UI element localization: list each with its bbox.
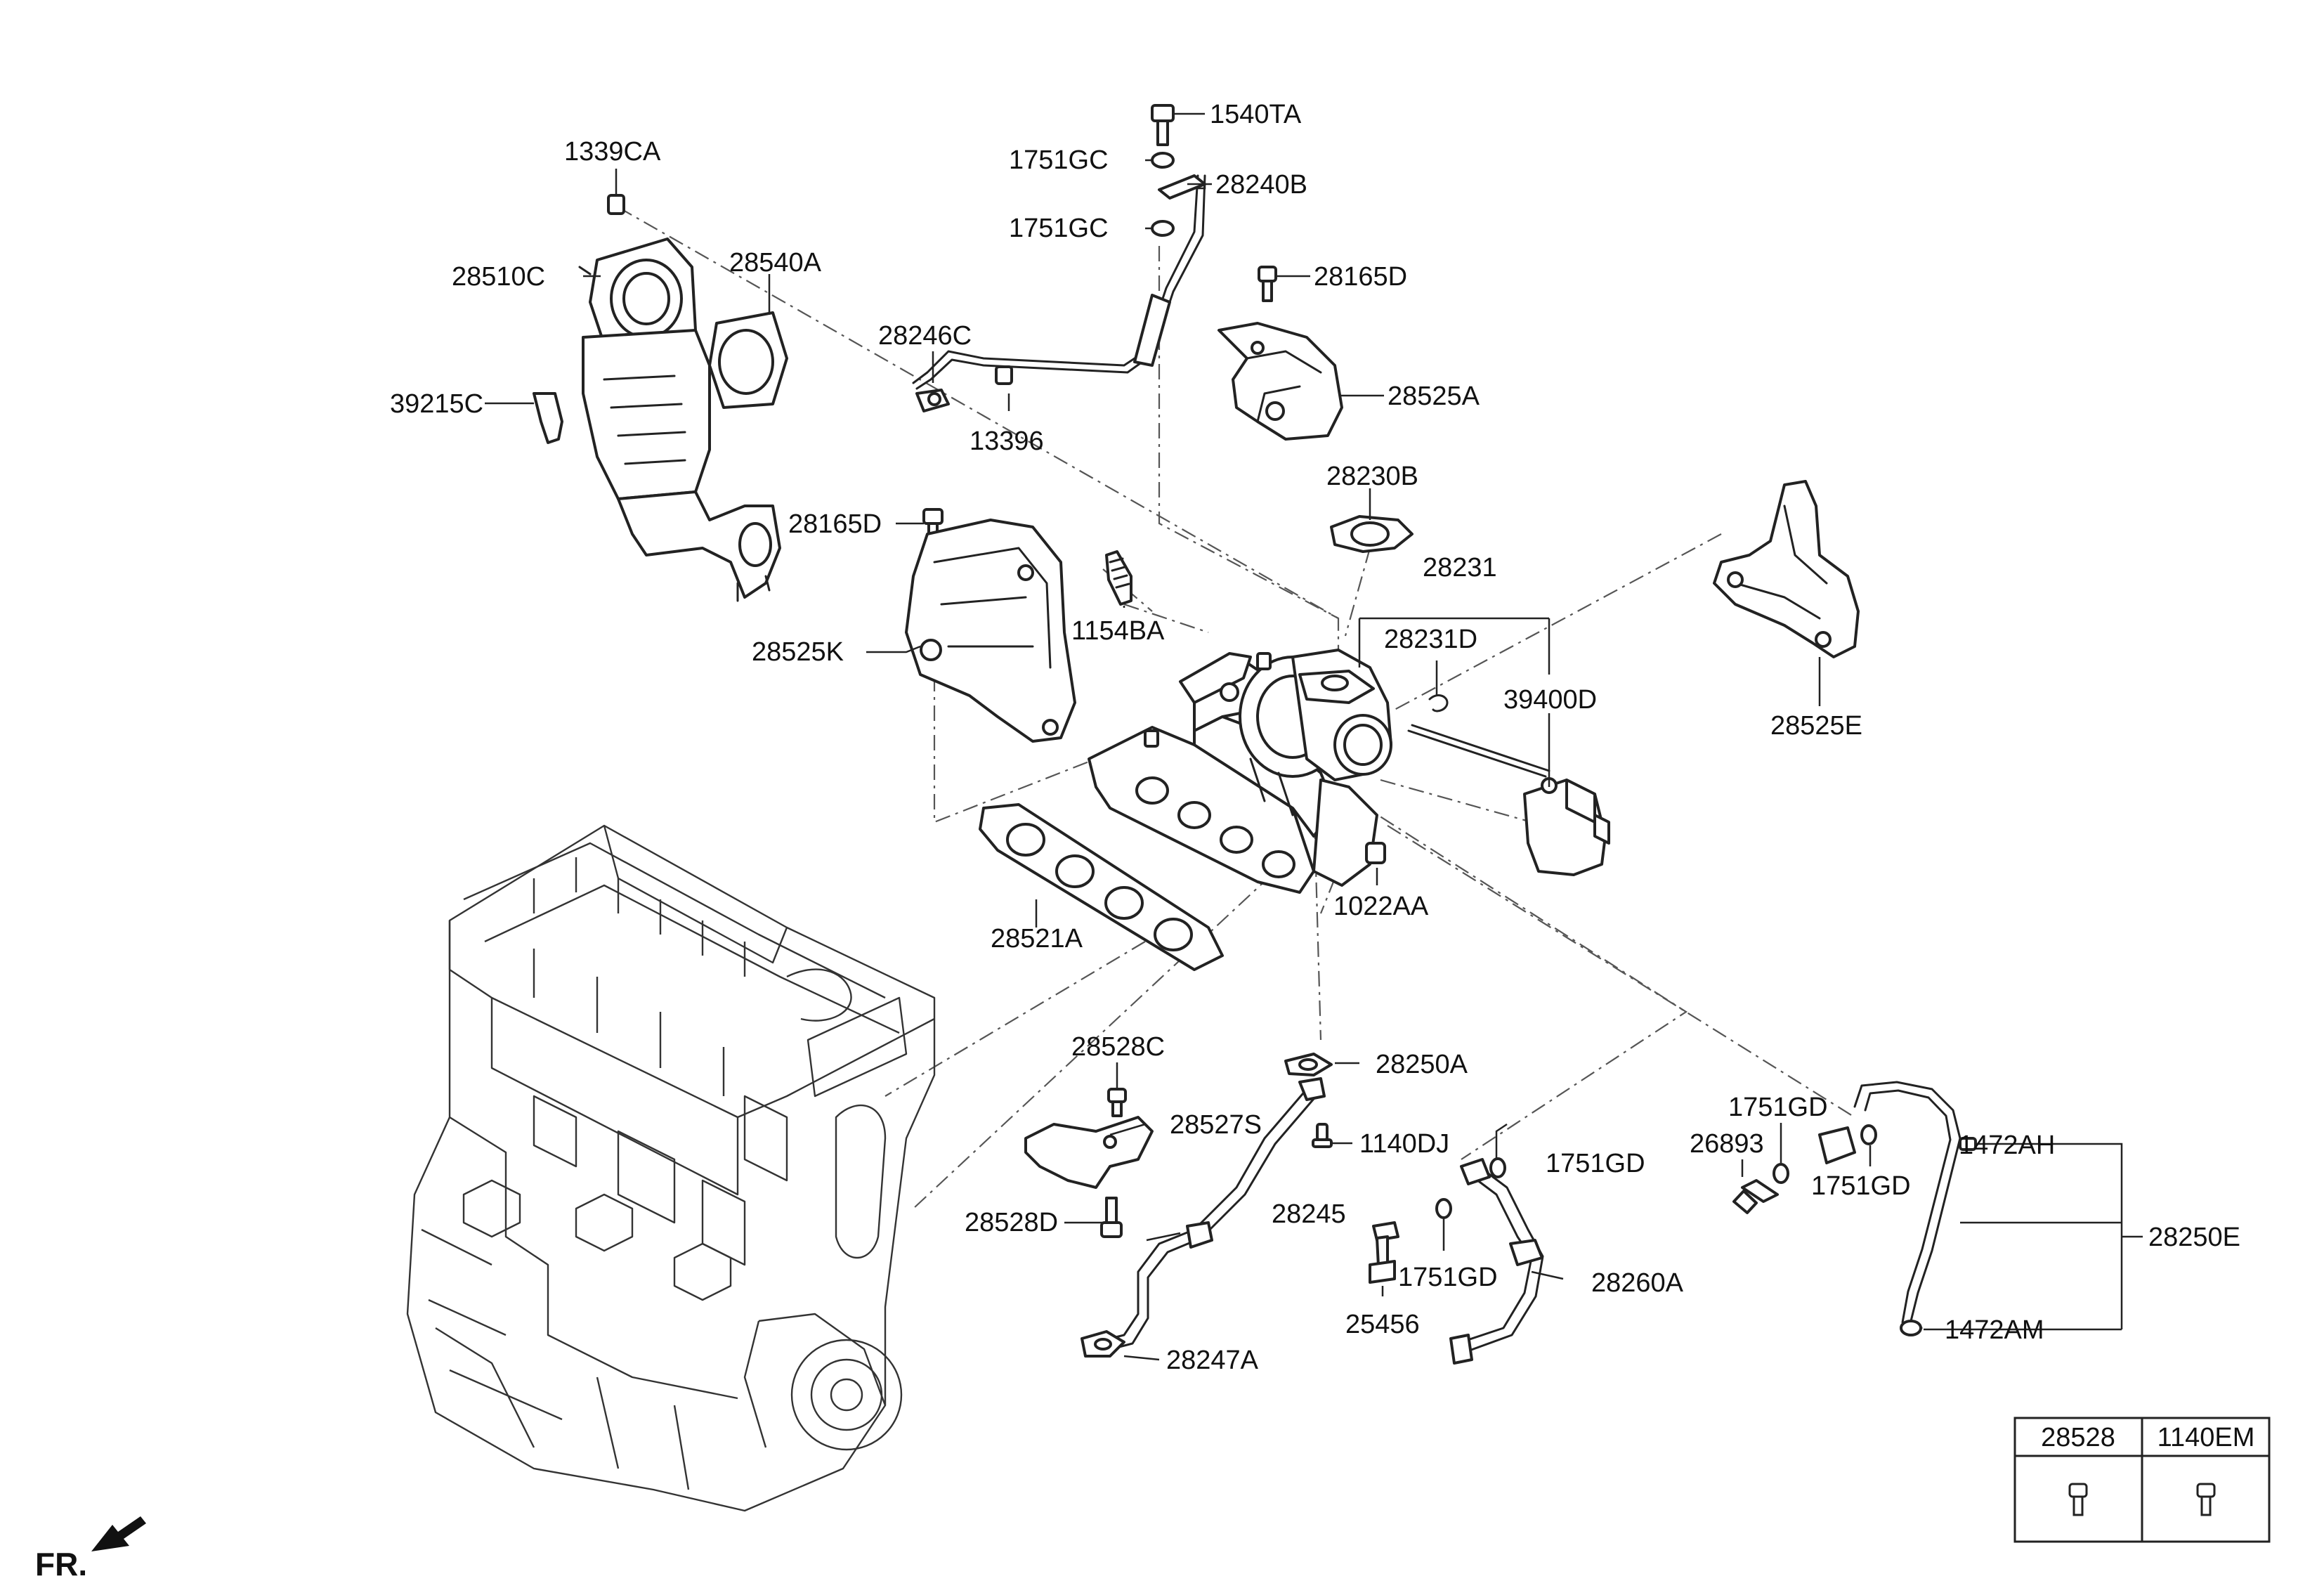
- label-26893: 26893: [1690, 1129, 1764, 1159]
- label-1472ah: 1472AH: [1959, 1131, 2055, 1160]
- bolt-icon-28528: [2068, 1483, 2088, 1516]
- washer-1751gc-lower: [1151, 220, 1175, 237]
- catalytic-converter: [578, 237, 781, 602]
- bracket-39215c: [533, 392, 563, 444]
- clip-28246c: [915, 389, 950, 412]
- label-28260a: 28260A: [1591, 1268, 1684, 1298]
- label-13396: 13396: [970, 427, 1044, 456]
- label-1022aa: 1022AA: [1333, 892, 1429, 921]
- oil-pipe-assembly-28250e: [1818, 1081, 1961, 1336]
- leader-lines: [485, 112, 2143, 1361]
- gasket-28540a: [708, 311, 788, 409]
- label-1751gd-pipe-upper: 1751GD: [1546, 1149, 1645, 1178]
- bolt-icon-1140em: [2196, 1483, 2216, 1516]
- label-28231: 28231: [1423, 553, 1497, 583]
- heat-shield-28525k: [905, 519, 1076, 743]
- label-28540a: 28540A: [729, 248, 822, 278]
- gasket-28247a: [1081, 1330, 1125, 1358]
- label-28525k: 28525K: [752, 637, 844, 667]
- washer-1751gd-pipe-upper: [1489, 1157, 1506, 1178]
- front-direction-indicator: FR.: [35, 1516, 146, 1582]
- label-39400d: 39400D: [1503, 685, 1597, 715]
- fastener-legend-table: 28528 1140EM: [2013, 1417, 2271, 1543]
- label-39215c: 39215C: [390, 389, 483, 419]
- oil-return-pipe-28245: [1095, 1077, 1326, 1353]
- bolt-28528c: [1107, 1088, 1127, 1117]
- label-1472am: 1472AM: [1945, 1315, 2044, 1345]
- bolt-28165d-upper: [1258, 266, 1277, 302]
- bolt-1140dj: [1312, 1123, 1333, 1148]
- bolt-1540ta: [1151, 104, 1175, 146]
- nut-1339ca: [607, 194, 625, 215]
- label-1751gd-right: 1751GD: [1811, 1171, 1911, 1201]
- manifold-gasket-28521a: [979, 803, 1224, 971]
- label-28250e: 28250E: [2148, 1223, 2240, 1252]
- label-25456: 25456: [1345, 1310, 1420, 1339]
- label-28245: 28245: [1272, 1199, 1346, 1229]
- label-28231d: 28231D: [1384, 625, 1477, 654]
- label-28165d-left: 28165D: [788, 509, 882, 539]
- bracket-28525e: [1713, 480, 1860, 658]
- bolt-25456: [1369, 1221, 1399, 1284]
- label-28230b: 28230B: [1326, 462, 1418, 491]
- front-arrow-icon: [91, 1516, 146, 1551]
- label-28240b: 28240B: [1215, 170, 1307, 200]
- label-28521a: 28521A: [991, 924, 1083, 954]
- label-28528d: 28528D: [965, 1208, 1058, 1237]
- bracket-28527s: [1024, 1116, 1154, 1189]
- label-1751gd-pipe-lower: 1751GD: [1398, 1263, 1498, 1292]
- turbocharger-manifold-28231: [1088, 649, 1392, 894]
- washer-1751gd-left: [1773, 1163, 1789, 1184]
- clip-28231d: [1428, 694, 1449, 712]
- gasket-28250a: [1284, 1053, 1333, 1076]
- label-28528c: 28528C: [1071, 1032, 1165, 1062]
- engine-block-drawing: [406, 824, 936, 1512]
- front-direction-label: FR.: [35, 1546, 87, 1582]
- oil-feed-pipe-28240b: [912, 174, 1206, 390]
- label-28165d-upper: 28165D: [1314, 262, 1407, 292]
- label-28525e: 28525E: [1770, 711, 1862, 741]
- label-28527s: 28527S: [1170, 1110, 1262, 1140]
- label-1540ta: 1540TA: [1210, 100, 1302, 129]
- legend-header-1140em: 1140EM: [2157, 1423, 2255, 1452]
- water-pipe-28260a: [1449, 1158, 1544, 1365]
- label-1751gc-lower: 1751GC: [1009, 214, 1109, 243]
- bolt-26893: [1732, 1179, 1779, 1214]
- label-1140dj: 1140DJ: [1359, 1129, 1449, 1159]
- label-28525a: 28525A: [1388, 382, 1480, 411]
- washer-1751gd-right: [1860, 1124, 1877, 1145]
- nut-1022aa: [1365, 842, 1386, 864]
- label-28250a: 28250A: [1376, 1050, 1468, 1079]
- label-1751gd-left: 1751GD: [1728, 1093, 1828, 1122]
- gasket-28230b: [1330, 515, 1414, 553]
- washer-1751gd-pipe-lower: [1435, 1198, 1452, 1219]
- label-1154ba: 1154BA: [1071, 616, 1165, 646]
- label-1751gc-upper: 1751GC: [1009, 145, 1109, 175]
- bolt-28528d: [1100, 1197, 1123, 1238]
- washer-1751gc-upper: [1151, 152, 1175, 169]
- label-28510c: 28510C: [452, 262, 545, 292]
- legend-header-28528: 28528: [2041, 1423, 2115, 1452]
- nut-13396: [995, 365, 1013, 385]
- part-labels: 1540TA 1751GC 28240B 1751GC 1339CA 28510…: [390, 100, 2240, 1375]
- label-1339ca: 1339CA: [564, 137, 661, 167]
- stud-1154ba: [1105, 550, 1132, 606]
- label-28246c: 28246C: [878, 321, 972, 351]
- heat-shield-28525a: [1218, 322, 1343, 441]
- label-28247a: 28247A: [1166, 1346, 1259, 1375]
- actuator-39400d: [1407, 724, 1610, 876]
